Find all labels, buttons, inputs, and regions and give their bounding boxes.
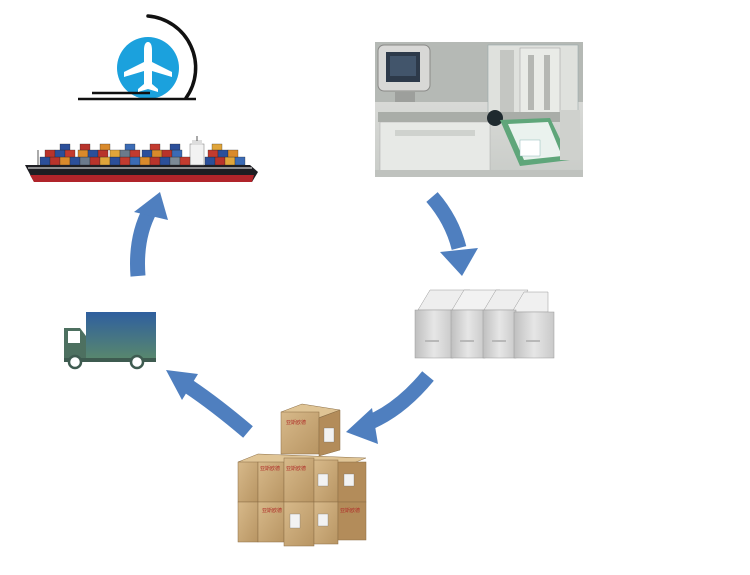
arrow-cartons-to-truck (166, 370, 253, 438)
carton-stack-icon: 亚斯欧德 亚斯欧德 亚斯欧德 亚斯欧德 亚斯欧德 (237, 403, 367, 547)
svg-text:亚斯欧德: 亚斯欧德 (260, 465, 280, 472)
arrow-product-to-cartons (346, 371, 434, 444)
cargo-ship-icon (25, 136, 258, 182)
svg-text:亚斯欧德: 亚斯欧德 (286, 465, 306, 472)
svg-text:亚斯欧德: 亚斯欧德 (340, 507, 360, 514)
delivery-truck-icon (64, 312, 156, 370)
svg-text:亚斯欧德: 亚斯欧德 (286, 419, 306, 426)
packaging-machine-icon (375, 42, 583, 177)
arrow-truck-to-ship (130, 192, 168, 277)
svg-text:亚斯欧德: 亚斯欧德 (262, 507, 282, 514)
airplane-icon (78, 14, 198, 101)
product-boxes-icon (414, 289, 555, 359)
arrow-production-to-product (426, 192, 478, 276)
